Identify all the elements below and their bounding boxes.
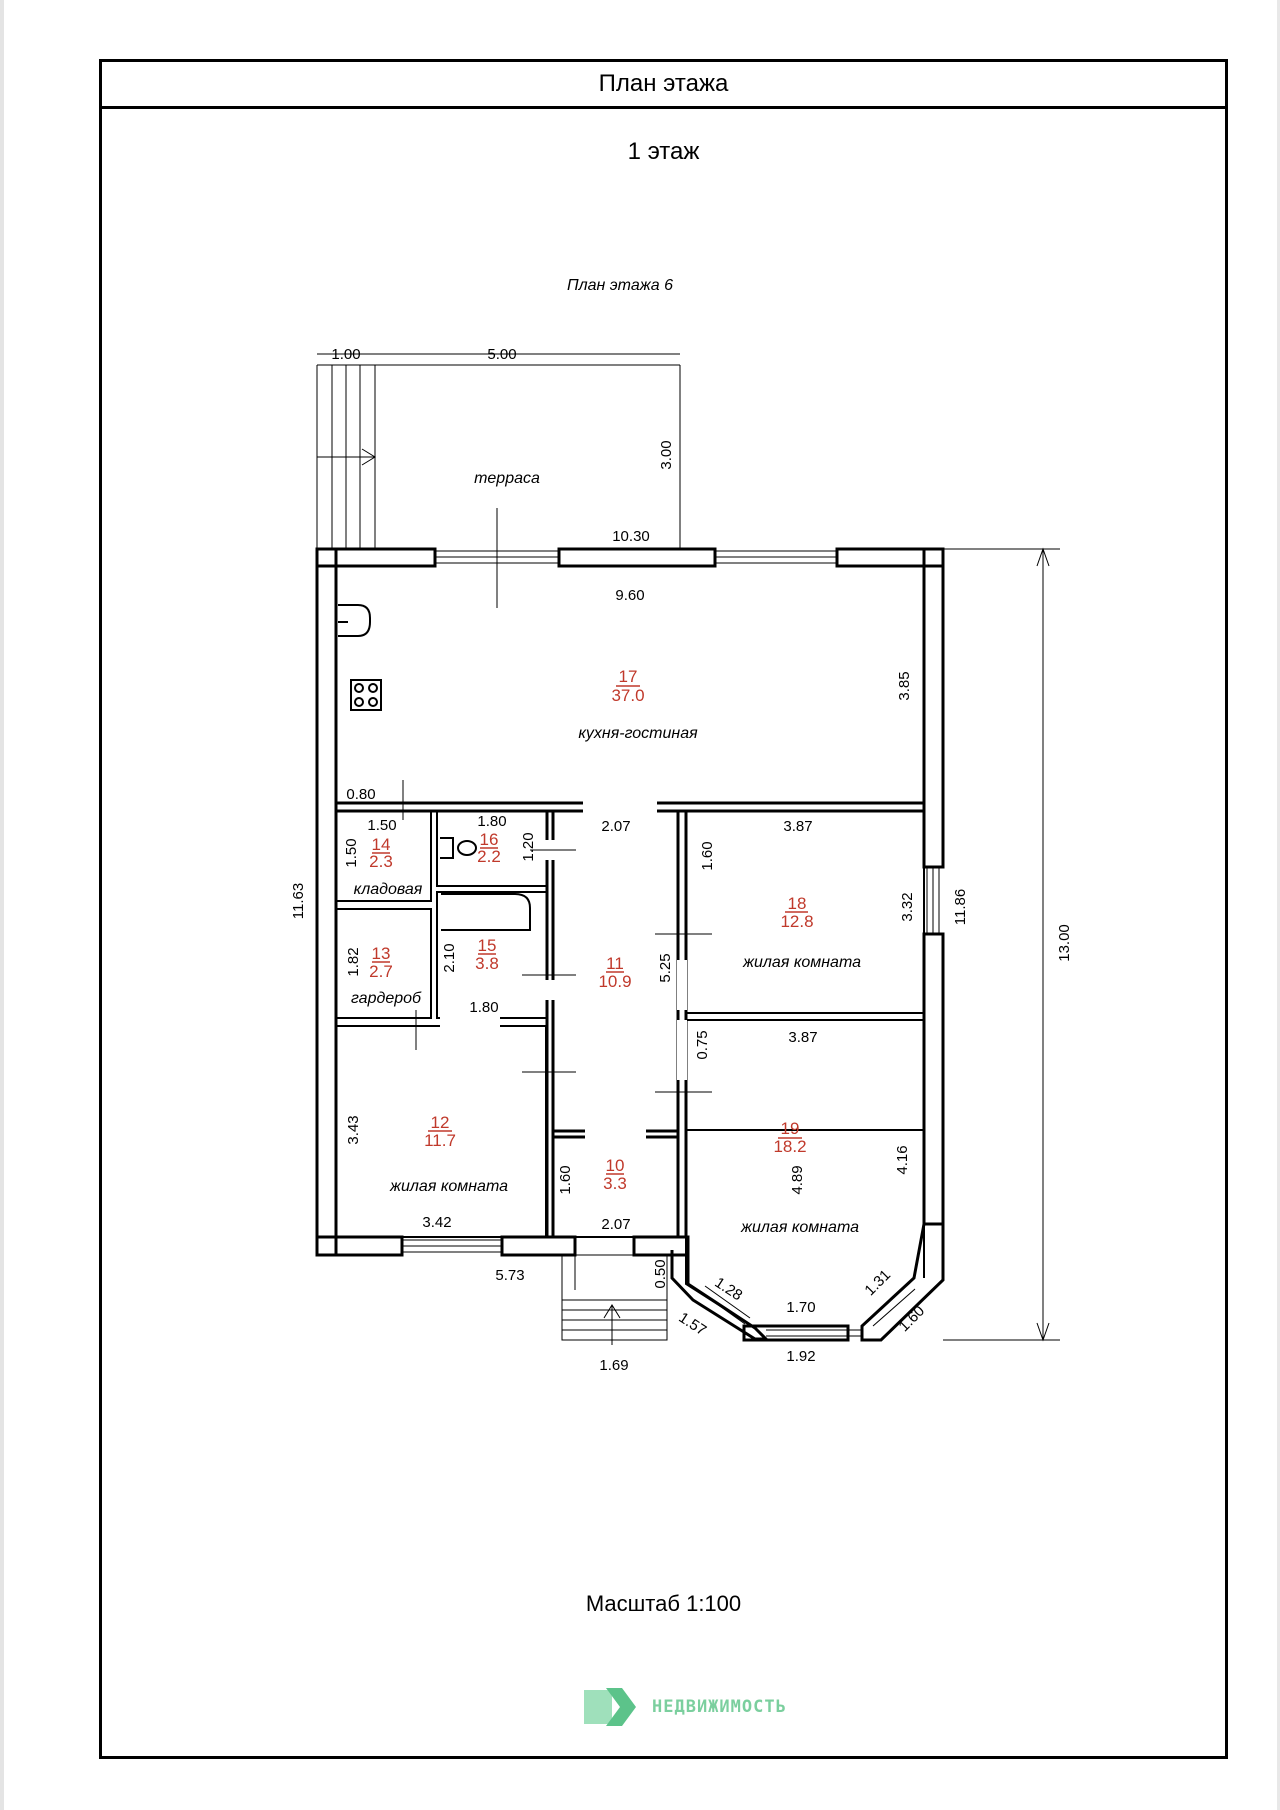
door-markers — [402, 780, 712, 1093]
dim-bay-diag-right: 1.31 — [861, 1266, 894, 1299]
room-15-number: 15 — [478, 936, 497, 955]
overall-dimension-line — [943, 547, 1060, 1342]
interior-walls — [335, 801, 925, 1329]
dim-wc-depth: 1.20 — [520, 832, 537, 861]
fixtures — [338, 604, 531, 931]
dim-terrace-stair: 1.00 — [331, 346, 360, 363]
room-12-number: 12 — [431, 1113, 450, 1132]
dim-room19-width: 3.87 — [788, 1029, 817, 1046]
dim-wc-width: 1.80 — [477, 813, 506, 830]
dim-overall-width: 10.30 — [612, 528, 650, 545]
dim-kitchen-width: 9.60 — [615, 587, 644, 604]
brand-name: НЕДВИЖИМОСТЬ — [652, 1697, 787, 1717]
dim-wardrobe-depth: 1.82 — [345, 947, 362, 976]
scale-label: Масштаб 1:100 — [585, 1591, 742, 1616]
drawing-sheet: План этажа 1 этаж Масштаб 1:100 — [99, 59, 1228, 1759]
dim-storage-width: 1.50 — [367, 817, 396, 834]
dim-room18-depth1: 1.60 — [699, 841, 716, 870]
brand-logo: НЕДВИЖИМОСТЬ — [584, 1688, 787, 1726]
room-14-name: кладовая — [354, 881, 423, 898]
dim-vestibule-depth: 1.60 — [557, 1165, 574, 1194]
room-17-area: 37.0 — [611, 686, 644, 705]
dim-left-length: 11.63 — [290, 883, 307, 919]
room-16-number: 16 — [480, 830, 499, 849]
room-12-area: 11.7 — [424, 1131, 456, 1150]
dim-vestibule-width: 2.07 — [601, 1216, 630, 1233]
sheet-header: План этажа — [102, 62, 1225, 109]
dim-room19-side: 4.16 — [894, 1145, 911, 1174]
plan-caption: План этажа 6 — [567, 277, 673, 294]
room-17-name: кухня-гостиная — [578, 725, 698, 742]
dim-room18-width: 3.87 — [783, 818, 812, 835]
room-14-area: 2.3 — [369, 852, 393, 871]
brand-logo-icon — [584, 1688, 640, 1726]
room-19-area: 18.2 — [773, 1137, 806, 1156]
dim-room19-gap: 0.75 — [694, 1030, 711, 1059]
scan-edge-left — [0, 0, 4, 1810]
dim-bay-diag-left: 1.28 — [712, 1274, 746, 1304]
dim-bay-width: 1.70 — [786, 1299, 815, 1316]
room-13-name: гардероб — [351, 990, 422, 1007]
dim-bay-outer-width: 1.92 — [786, 1348, 815, 1365]
floor-title: 1 этаж — [627, 138, 700, 165]
room-19-name: жилая комната — [740, 1219, 859, 1236]
room-17-number: 17 — [619, 667, 638, 686]
room-19-number: 19 — [781, 1119, 800, 1138]
room-18-number: 18 — [788, 894, 807, 913]
room-13-area: 2.7 — [369, 962, 393, 981]
terrace-outline — [316, 353, 681, 608]
door-openings — [440, 802, 687, 1139]
dim-kitchen-depth: 3.85 — [896, 671, 913, 700]
sheet-title: План этажа — [598, 70, 729, 97]
room-18-area: 12.8 — [780, 912, 813, 931]
dim-kitchen-gap: 0.80 — [346, 786, 375, 803]
dim-bath-depth: 2.10 — [441, 943, 458, 972]
dim-hall-length: 5.25 — [657, 953, 674, 982]
dim-room12-width: 3.42 — [422, 1214, 451, 1231]
dim-right-length: 11.86 — [952, 889, 969, 925]
terrace-label: терраса — [474, 470, 540, 487]
dim-porch-width: 1.69 — [599, 1357, 628, 1374]
room-18-name: жилая комната — [742, 954, 861, 971]
room-11-area: 10.9 — [598, 972, 631, 991]
dim-room19-inner: 4.89 — [789, 1165, 806, 1194]
porch — [561, 1254, 668, 1345]
dim-overall-height: 13.00 — [1056, 924, 1073, 962]
dim-room18-depth2: 3.32 — [899, 892, 916, 921]
room-16-area: 2.2 — [477, 847, 501, 866]
scan-edge-right — [1277, 0, 1280, 1810]
room-13-number: 13 — [372, 944, 391, 963]
dim-bay-outer-left: 1.57 — [676, 1309, 710, 1339]
dim-storage-depth: 1.50 — [343, 838, 360, 867]
room-14-number: 14 — [372, 835, 391, 854]
room-number-underlines — [372, 685, 808, 1175]
dim-hall-width: 2.07 — [601, 818, 630, 835]
room-11-number: 11 — [606, 954, 624, 973]
dim-terrace-width: 5.00 — [487, 346, 516, 363]
dim-bath-width: 1.80 — [469, 999, 498, 1016]
room-10-area: 3.3 — [603, 1174, 627, 1193]
room-15-area: 3.8 — [475, 954, 499, 973]
room-12-name: жилая комната — [389, 1178, 508, 1195]
dim-room12-depth: 3.43 — [345, 1115, 362, 1144]
dim-porch-depth: 0.50 — [652, 1259, 669, 1288]
dim-terrace-depth: 3.00 — [658, 440, 675, 469]
room-10-number: 10 — [606, 1156, 625, 1175]
windows — [402, 550, 940, 1337]
dim-bay-outer-right: 1.60 — [895, 1302, 928, 1335]
dim-bottom-length: 5.73 — [495, 1267, 524, 1284]
